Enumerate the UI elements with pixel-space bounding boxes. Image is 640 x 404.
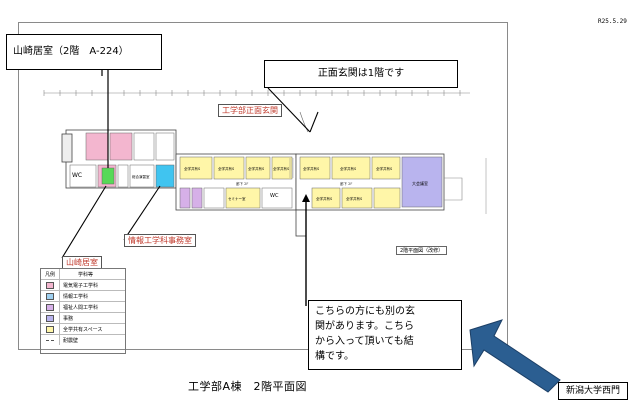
room-white-1 [133,132,155,161]
dimension-ticks [43,90,461,96]
yellow-rooms-east [299,156,401,209]
shared-c-text: 全学共有S [248,166,265,171]
shared-b-text: 全学共有S [218,166,235,171]
legend-row-5: 全学共有スペース [41,323,125,334]
front-entrance-label: 工学部正面玄関 [218,104,282,117]
legend-row-6: 耐震壁 [41,334,125,345]
legend-header: 凡例 学科等 [41,269,125,279]
room-callout-lines [101,70,109,168]
other-entrance-line-1: こちらの方にも別の玄 [315,306,415,317]
plan-title: 工学部A棟 2階平面図 [188,380,308,393]
other-entrance-line-4: 構です。 [315,351,354,362]
drawing-sheet [18,22,508,350]
svg-text:廊下 2F: 廊下 2F [236,181,248,186]
floor-label: 2階平面図（改修） [396,246,448,255]
other-entrance-line-2: 関があります。こちら [315,321,414,332]
legend: 凡例 学科等 電気電子工学科 情報工学科 福祉人間工学科 事務 全学共有スペース… [40,268,126,354]
stairs [289,158,297,178]
small-room-text: セミナー室 [228,196,246,201]
room-callout: 山崎居室（2階 A-224） [6,34,162,70]
shared-f-text: 全学共有S [340,166,357,171]
room-white-2 [155,132,175,161]
other-entrance-callout: こちらの方にも別の玄 関があります。こちら から入って頂いても結 構です。 [308,300,462,370]
big-blue-arrow [469,319,561,393]
entrance-pointer [267,87,311,133]
entrance-canopy [299,111,309,133]
west-lower [69,164,175,188]
svg-text:廊下 2F: 廊下 2F [340,181,352,186]
wc-room [69,164,97,188]
yellow-rooms-upper [179,156,293,180]
yamazaki-room [101,167,115,185]
wc1-text: WC [72,172,82,179]
legend-row-1: 電気電子工学科 [41,279,125,290]
meeting-room [129,164,155,188]
west-gate-label: 新潟大学西門 [558,382,628,400]
room-pink-1 [85,132,109,161]
meeting-text: 総合演習室 [132,174,150,179]
wc2-text: WC [270,193,279,199]
up-arrow-head [302,194,310,202]
shared-g-text: 全学共有S [376,166,393,171]
office-pointer [123,185,161,241]
legend-row-4: 事務 [41,312,125,323]
office-room [155,164,175,188]
room-white-3 [117,164,129,188]
legend-row-2: 情報工学科 [41,290,125,301]
print-date: R25.5.29 [598,18,627,25]
office-label: 情報工学科事務室 [124,234,196,247]
lecture-text: 大会議室 [412,180,428,186]
pink-rooms [85,132,175,161]
entrance-callout: 正面玄関は1階です [264,60,458,88]
shared-e-text: 全学共有S [303,166,320,171]
shared-a-text: 全学共有S [184,166,201,171]
lecture-hall [401,156,443,208]
other-entrance-line-3: から入って頂いても結 [315,336,414,347]
shared-h-text: 全学共有S [316,196,333,201]
yamazaki-pointer [61,185,107,259]
shared-i-text: 全学共有S [346,196,363,201]
legend-row-3: 福祉人間工学科 [41,301,125,312]
shared-d-text: 全学共有S [273,166,290,171]
lower-central [179,187,293,209]
room-pink-2 [109,132,133,161]
